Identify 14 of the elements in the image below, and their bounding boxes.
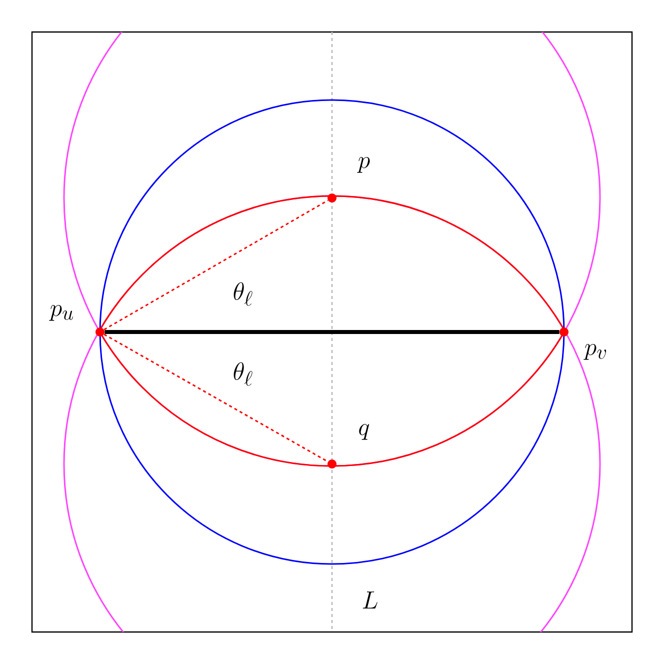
point-label: $p$ <box>357 156 370 173</box>
point-marker <box>328 194 336 202</box>
math-label: $\theta_\ell$ <box>234 362 252 386</box>
line-segment <box>104 334 328 462</box>
point-label: $q$ <box>359 424 370 440</box>
math-label: $\theta_\ell$ <box>234 282 252 306</box>
point-label: $p_v$ <box>584 344 606 360</box>
line-segment <box>104 200 328 330</box>
line-segment <box>104 330 560 334</box>
point-label: $p_u$ <box>49 304 74 321</box>
point-marker <box>560 328 568 336</box>
point-marker <box>96 328 104 336</box>
math-label: $L$ <box>362 592 378 608</box>
point-marker <box>328 460 336 468</box>
